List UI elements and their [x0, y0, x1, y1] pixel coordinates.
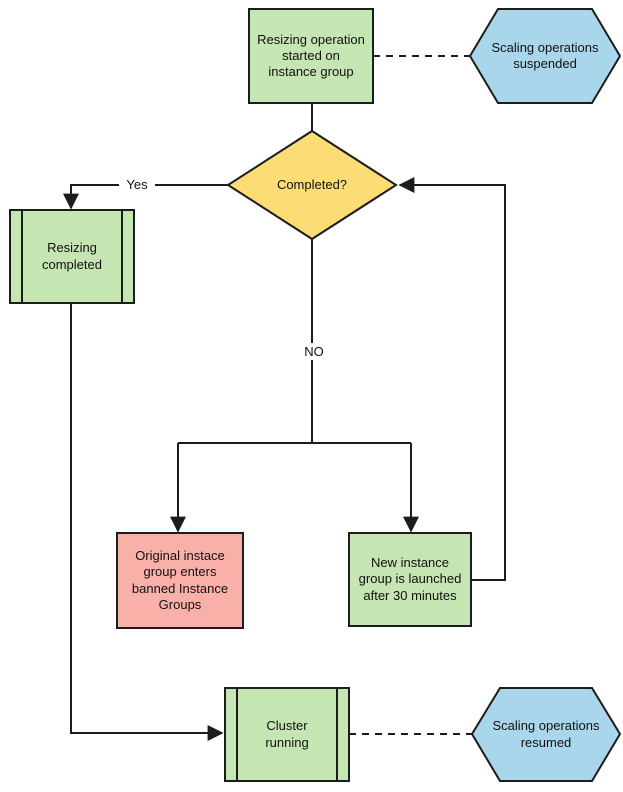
- decision-completed-shape: [226, 129, 398, 241]
- node-layer: [9, 8, 622, 782]
- predefined-resizing-completed-shape: [9, 209, 135, 304]
- process-new-group-shape: [348, 532, 472, 627]
- process-resizing-started-shape: [248, 8, 374, 104]
- predefined-cluster-running-shape: [224, 687, 350, 782]
- hexagon-scaling-suspended-shape: [468, 8, 622, 104]
- edge-yes-to-resizing-completed: [63, 184, 228, 210]
- process-banned-group-shape: [116, 532, 244, 629]
- edge-layer: [63, 55, 506, 741]
- edge-resizing-completed-to-cluster: [70, 303, 224, 741]
- edge-new-group-feedback-to-decision: [398, 177, 506, 581]
- hexagon-scaling-resumed-shape: [470, 687, 622, 782]
